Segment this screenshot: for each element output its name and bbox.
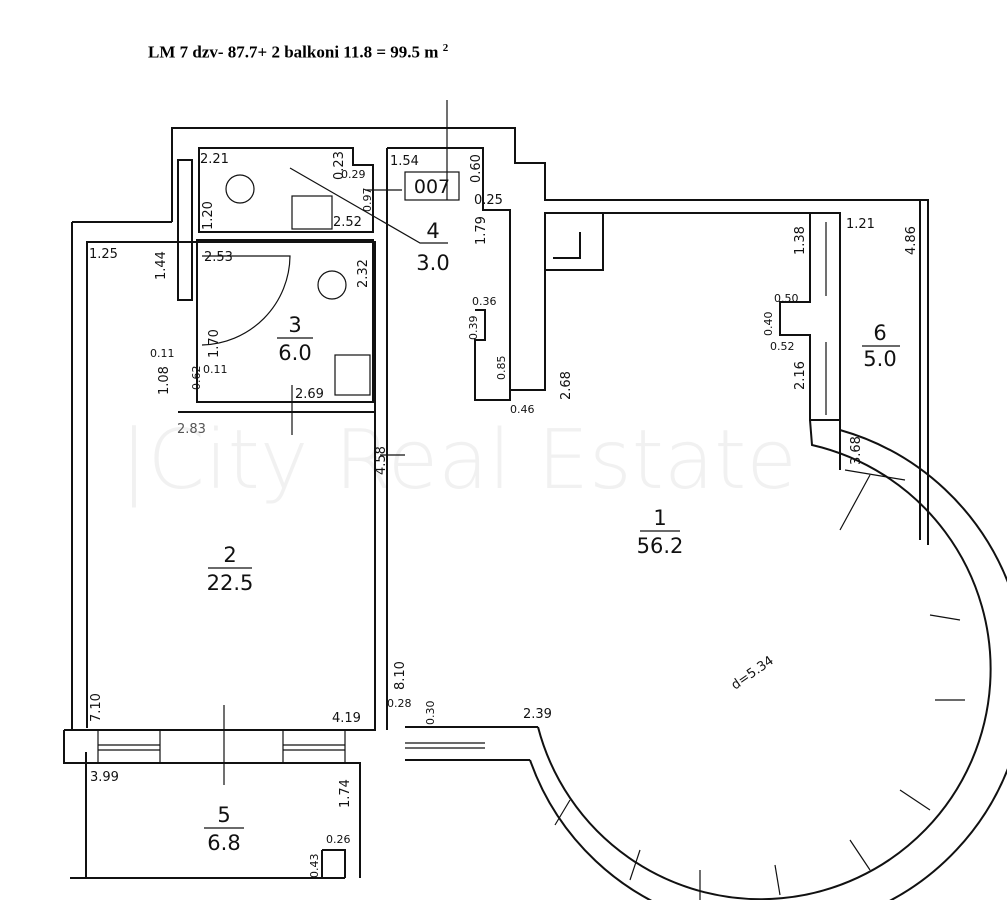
dim: 0.97 bbox=[361, 188, 374, 213]
dim: 0.50 bbox=[774, 292, 799, 305]
walls bbox=[63, 127, 1007, 900]
sink-icon bbox=[334, 354, 371, 396]
title-superscript: 2 bbox=[442, 42, 449, 54]
dim: 0.11 bbox=[203, 363, 228, 376]
dim: 0.46 bbox=[510, 403, 535, 416]
dim: 3.68 bbox=[849, 436, 864, 465]
dim: 1.54 bbox=[390, 154, 419, 169]
toilet-icon bbox=[317, 270, 347, 300]
room-5-area: 6.8 bbox=[207, 831, 240, 855]
title-text: LM 7 dzv- 87.7+ 2 balkoni 11.8 = 99.5 m bbox=[148, 42, 439, 62]
dim: 2.68 bbox=[559, 371, 574, 400]
dim: 1.25 bbox=[89, 247, 118, 262]
dim: 8.10 bbox=[393, 661, 408, 690]
dim: 2.39 bbox=[523, 707, 552, 722]
dim: 2.53 bbox=[204, 250, 233, 265]
toilet-icon bbox=[225, 174, 255, 204]
dim: 2.69 bbox=[295, 387, 324, 402]
dim: 1.20 bbox=[201, 201, 216, 230]
room-3-number: 3 bbox=[288, 313, 301, 337]
watermark: |City Real Estate bbox=[120, 413, 797, 508]
sink-icon bbox=[291, 195, 333, 230]
dim: 2.52 bbox=[333, 215, 362, 230]
dim: 0.62 bbox=[190, 366, 203, 391]
tag-label: 007 bbox=[414, 176, 450, 198]
leader-lines bbox=[223, 100, 448, 785]
dim: 0.40 bbox=[762, 312, 775, 337]
dim: 7.10 bbox=[89, 693, 104, 722]
room-2-area: 22.5 bbox=[207, 571, 254, 595]
room-6-area: 5.0 bbox=[863, 347, 896, 371]
room-1-number: 1 bbox=[653, 506, 666, 530]
dim: 1.21 bbox=[846, 217, 875, 232]
dim: d=5.34 bbox=[729, 653, 777, 693]
dim: 1.44 bbox=[154, 251, 169, 280]
dim: 0.29 bbox=[341, 168, 366, 181]
room-5-number: 5 bbox=[217, 803, 230, 827]
dim: 4.86 bbox=[904, 226, 919, 255]
dim: 0.28 bbox=[387, 697, 412, 710]
dim: 0.11 bbox=[150, 347, 175, 360]
dim: 2.32 bbox=[356, 259, 371, 288]
dim: 4.19 bbox=[332, 711, 361, 726]
dim: 0.52 bbox=[770, 340, 795, 353]
dim: 4.58 bbox=[374, 446, 389, 475]
plan-title: LM 7 dzv- 87.7+ 2 balkoni 11.8 = 99.5 m … bbox=[148, 42, 448, 63]
dim: 1.70 bbox=[207, 329, 222, 358]
dim: 1.79 bbox=[474, 216, 489, 245]
dim: 1.38 bbox=[793, 226, 808, 255]
dim: 0.85 bbox=[495, 356, 508, 381]
dim: 0.30 bbox=[424, 701, 437, 726]
dim: 2.16 bbox=[793, 361, 808, 390]
room-4-area: 3.0 bbox=[416, 251, 449, 275]
shower-icon bbox=[201, 255, 291, 346]
dim: 3.99 bbox=[90, 770, 119, 785]
room-1-area: 56.2 bbox=[637, 534, 684, 558]
dim: 1.08 bbox=[157, 366, 172, 395]
fixtures bbox=[201, 100, 448, 785]
room-6-number: 6 bbox=[873, 321, 886, 345]
dim: 0.25 bbox=[474, 193, 503, 208]
dim: 2.21 bbox=[200, 152, 229, 167]
dim: 0.23 bbox=[332, 151, 347, 180]
dim: 0.36 bbox=[472, 295, 497, 308]
room-3-area: 6.0 bbox=[278, 341, 311, 365]
dim: 2.83 bbox=[177, 422, 206, 437]
room-2-number: 2 bbox=[223, 543, 236, 567]
room-labels: 1 56.2 2 22.5 3 6.0 4 3.0 5 6.8 6 5.0 bbox=[204, 219, 900, 855]
dim: 1.74 bbox=[338, 779, 353, 808]
dim: 0.60 bbox=[469, 154, 484, 183]
room-4-number: 4 bbox=[426, 219, 439, 243]
dimensions: 2.21 0.23 0.29 0.97 1.20 2.52 1.54 0.60 … bbox=[89, 151, 919, 878]
tag-box bbox=[404, 171, 460, 201]
dim: 0.43 bbox=[308, 854, 321, 879]
dim: 0.39 bbox=[467, 316, 480, 341]
dim: 0.26 bbox=[326, 833, 351, 846]
